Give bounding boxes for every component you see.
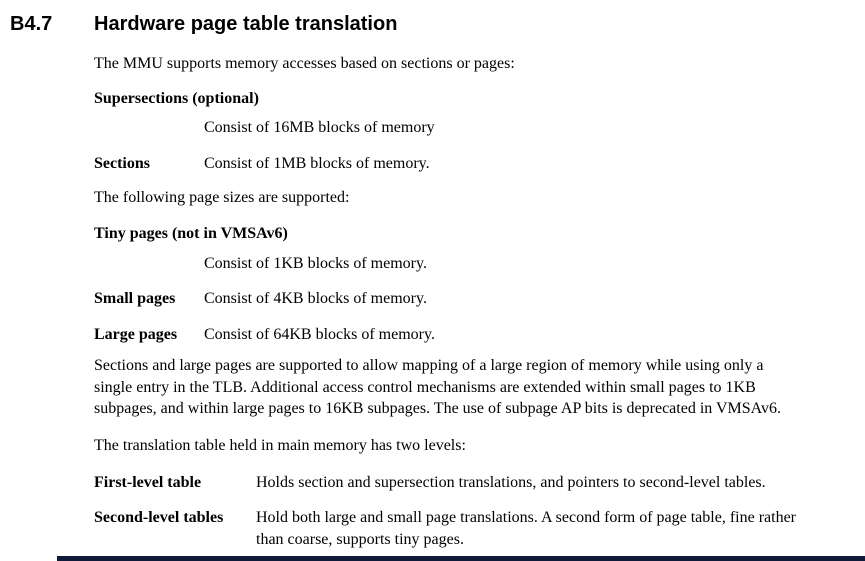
section-number: B4.7	[10, 13, 53, 35]
levels-intro: The translation table held in main memor…	[94, 437, 466, 454]
subpage-paragraph: Sections and large pages are supported t…	[94, 355, 781, 420]
definition-term-second-level: Second-level tables	[94, 509, 224, 526]
definition-row-second-level: Second-level tables Hold both large and s…	[94, 507, 796, 550]
definition-row-sections: Sections Consist of 1MB blocks of memory.	[94, 153, 430, 175]
definition-term-first-level: First-level table	[94, 474, 202, 491]
bottom-bar-partial	[57, 556, 865, 561]
definition-desc-small-pages: Consist of 4KB blocks of memory.	[204, 290, 427, 307]
definition-row-large-pages: Large pages Consist of 64KB blocks of mem…	[94, 324, 435, 346]
definition-term-supersections: Supersections (optional)	[94, 90, 259, 107]
intro-paragraph: The MMU supports memory accesses based o…	[94, 55, 515, 72]
definition-term-tiny-pages: Tiny pages (not in VMSAv6)	[94, 225, 288, 242]
definition-term-sections: Sections	[94, 155, 150, 172]
definition-term-large-pages: Large pages	[94, 326, 178, 343]
definition-row-first-level: First-level table Holds section and super…	[94, 472, 766, 494]
definition-desc-first-level: Holds section and supersection translati…	[256, 474, 766, 491]
page-title: Hardware page table translation	[94, 13, 398, 35]
definition-row-small-pages: Small pages Consist of 4KB blocks of memo…	[94, 288, 427, 310]
definition-desc-second-level-line-2: than coarse, supports tiny pages.	[256, 530, 464, 548]
subpage-paragraph-line-1: Sections and large pages are supported t…	[94, 357, 764, 374]
definition-desc-sections: Consist of 1MB blocks of memory.	[204, 155, 430, 172]
definition-term-small-pages: Small pages	[94, 290, 176, 307]
definition-desc-tiny-pages: Consist of 1KB blocks of memory.	[204, 255, 427, 272]
definition-desc-second-level: Hold both large and small page translati…	[256, 507, 796, 550]
definition-desc-second-level-line-1: Hold both large and small page translati…	[256, 509, 796, 526]
definition-desc-supersections: Consist of 16MB blocks of memory	[204, 119, 435, 136]
definition-desc-large-pages: Consist of 64KB blocks of memory.	[204, 326, 435, 343]
subpage-paragraph-line-2: single entry in the TLB. Additional acce…	[94, 378, 756, 396]
subpage-paragraph-line-3: subpages, and within large pages to 16KB…	[94, 400, 782, 417]
page-sizes-intro: The following page sizes are supported:	[94, 189, 350, 206]
